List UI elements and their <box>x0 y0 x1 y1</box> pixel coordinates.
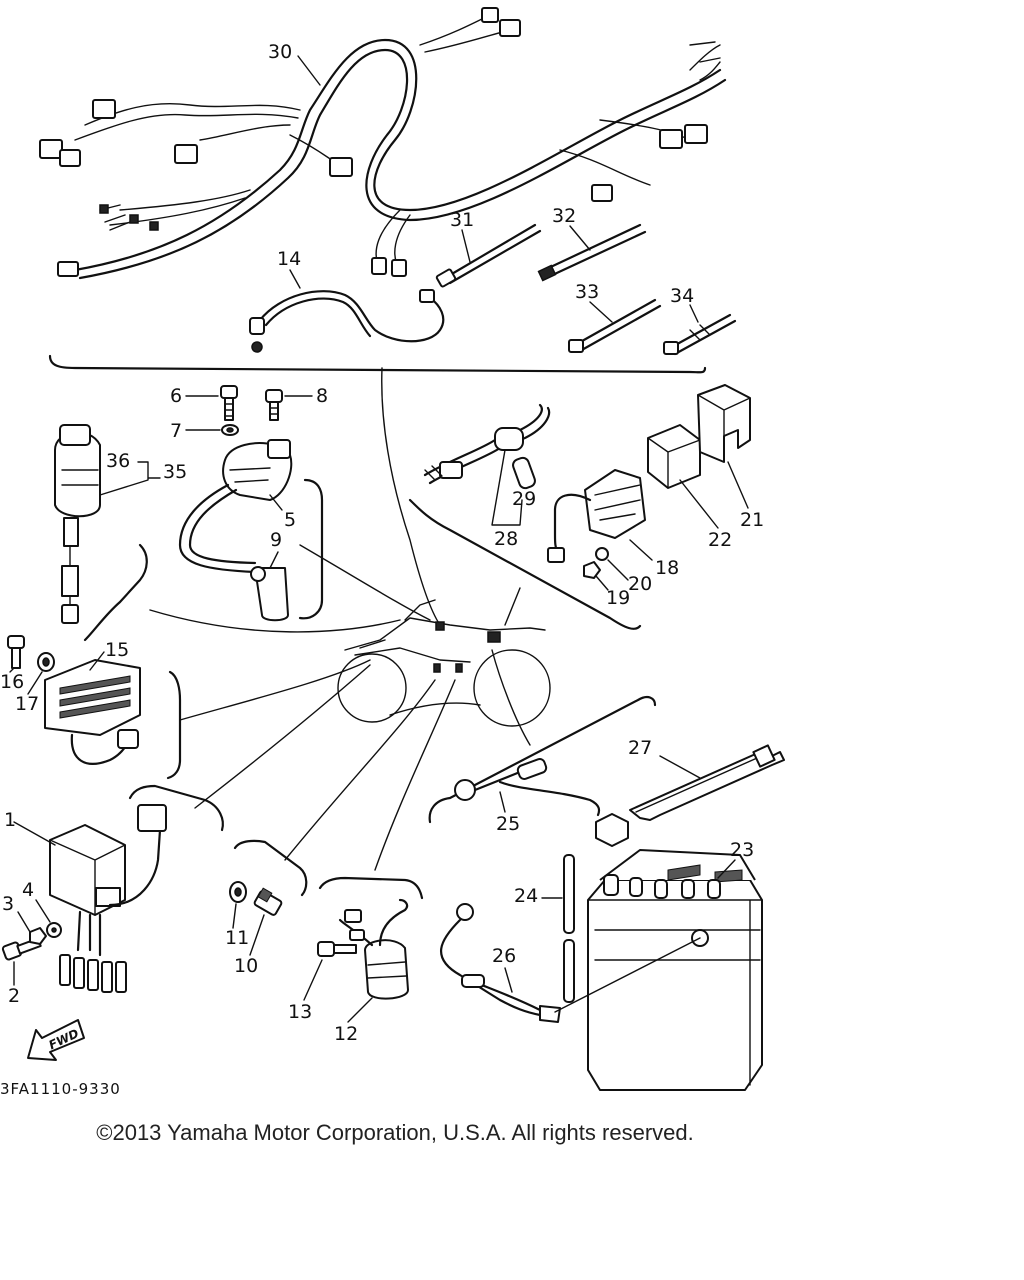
callout-31: 31 <box>450 209 474 231</box>
callout-20: 20 <box>628 573 652 595</box>
main-switch-35[interactable]: 36 35 <box>54 424 187 624</box>
washer-20[interactable]: 20 <box>595 547 652 595</box>
callout-29: 29 <box>512 488 536 510</box>
callout-8: 8 <box>316 385 328 407</box>
callout-28: 28 <box>494 528 518 550</box>
plug-cap-9[interactable]: 9 <box>250 529 289 622</box>
callout-35: 35 <box>163 461 187 483</box>
callout-34: 34 <box>670 285 694 307</box>
callout-16: 16 <box>0 671 24 693</box>
forward-direction-arrow: FWD <box>27 1019 85 1061</box>
relay-22[interactable]: 22 <box>647 424 732 551</box>
starter-solenoid-12[interactable]: 12 <box>334 898 409 1045</box>
cable-tie-33[interactable]: 33 <box>568 281 662 353</box>
battery-lead-25[interactable]: 25 <box>454 758 629 847</box>
bolt-13[interactable]: 13 <box>288 941 357 1023</box>
collar-17[interactable]: 17 <box>15 652 55 715</box>
callout-14: 14 <box>277 248 301 270</box>
wire-band-31[interactable]: 31 <box>435 209 542 288</box>
earth-lead-14[interactable]: 14 <box>249 248 445 353</box>
callout-6: 6 <box>170 385 182 407</box>
relay-21[interactable]: 21 <box>697 384 764 531</box>
washer-4[interactable]: 4 <box>22 879 62 938</box>
callout-13: 13 <box>288 1001 312 1023</box>
battery-lead-26[interactable]: 26 <box>440 903 701 1023</box>
starter-relay-18[interactable]: 18 <box>547 469 679 579</box>
callout-10: 10 <box>234 955 258 977</box>
vehicle-silhouette <box>337 599 551 727</box>
callout-12: 12 <box>334 1023 358 1045</box>
ignition-coil-5[interactable]: 5 <box>178 439 296 574</box>
cdi-unit-1[interactable]: 1 <box>4 804 167 993</box>
callout-18: 18 <box>655 557 679 579</box>
battery-23[interactable]: 23 <box>587 839 763 1091</box>
callout-7: 7 <box>170 420 182 442</box>
callout-2: 2 <box>8 985 20 1007</box>
callout-9: 9 <box>270 529 282 551</box>
nut-3[interactable]: 3 <box>2 893 47 945</box>
callout-33: 33 <box>575 281 599 303</box>
callout-26: 26 <box>492 945 516 967</box>
callout-23: 23 <box>730 839 754 861</box>
washer-7[interactable]: 7 <box>170 420 239 442</box>
callout-17: 17 <box>15 693 39 715</box>
callout-30: 30 <box>268 41 292 63</box>
bolt-16[interactable]: 16 <box>0 635 25 693</box>
callout-4: 4 <box>22 879 34 901</box>
copyright-notice: ©2013 Yamaha Motor Corporation, U.S.A. A… <box>96 1120 694 1145</box>
bolt-8[interactable]: 8 <box>265 385 328 421</box>
electrical-parts-diagram: 30 14 31 32 33 34 <box>0 7 785 1098</box>
breather-pipe-24[interactable]: 24 <box>514 854 575 1003</box>
callout-5: 5 <box>284 509 296 531</box>
wire-harness-30[interactable]: 30 <box>39 7 727 280</box>
callout-24: 24 <box>514 885 538 907</box>
callout-36: 36 <box>106 450 130 472</box>
bolt-6[interactable]: 6 <box>170 385 238 421</box>
battery-band-27[interactable]: 27 <box>628 737 785 821</box>
callout-21: 21 <box>740 509 764 531</box>
callout-32: 32 <box>552 205 576 227</box>
callout-1: 1 <box>4 809 16 831</box>
callout-11: 11 <box>225 927 249 949</box>
callout-3: 3 <box>2 893 14 915</box>
callout-22: 22 <box>708 529 732 551</box>
rectifier-regulator-15[interactable]: 15 <box>44 639 141 765</box>
neutral-switch-10[interactable]: 10 <box>234 887 283 977</box>
wire-band-32[interactable]: 32 <box>537 205 647 282</box>
fuse-29[interactable]: 29 <box>511 456 536 510</box>
nut-19[interactable]: 19 <box>583 561 630 609</box>
callout-27: 27 <box>628 737 652 759</box>
clamp-34[interactable]: 34 <box>663 285 737 356</box>
gasket-11[interactable]: 11 <box>225 881 249 949</box>
bolt-2[interactable]: 2 <box>1 937 42 1007</box>
callout-15: 15 <box>105 639 129 661</box>
callout-19: 19 <box>606 587 630 609</box>
diagram-ref-code: 3FA1110-9330 <box>0 1080 121 1098</box>
callout-25: 25 <box>496 813 520 835</box>
fuse-holder-28[interactable]: 28 <box>423 403 551 550</box>
group-bracket-top <box>48 354 707 374</box>
